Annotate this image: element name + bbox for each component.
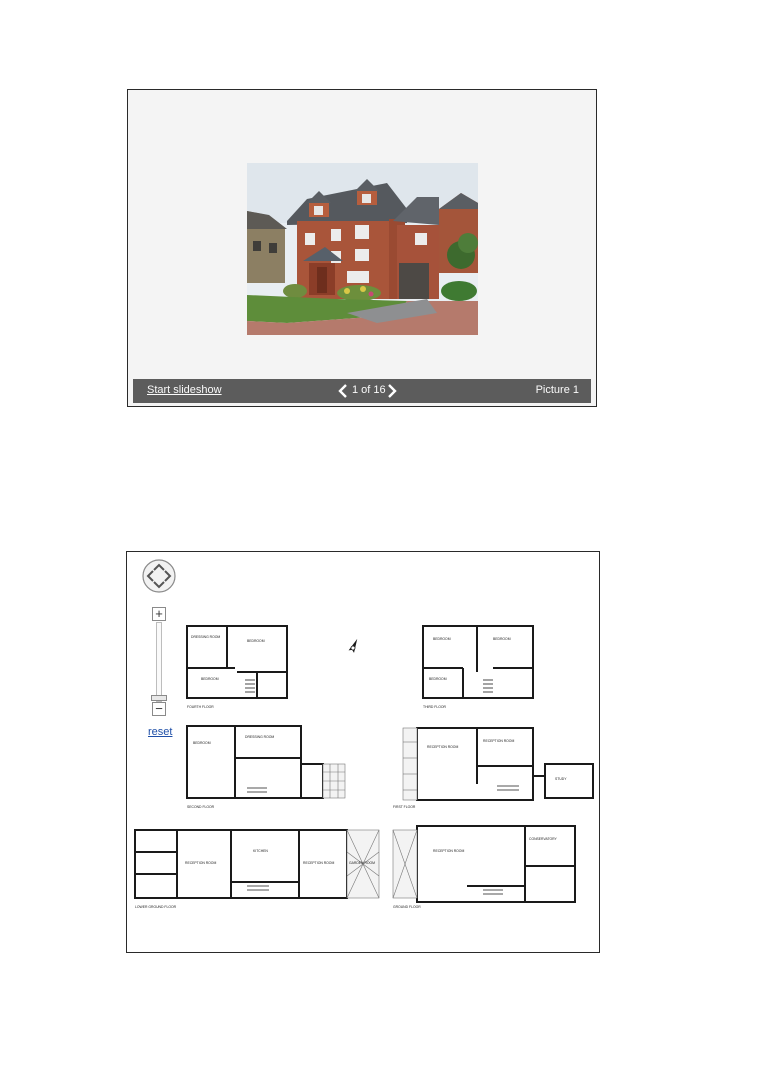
reset-link[interactable]: reset	[148, 726, 173, 738]
room-label: BEDROOM	[493, 637, 511, 641]
zoom-out-button[interactable]: −	[152, 702, 166, 716]
room-label: BEDROOM	[433, 637, 451, 641]
room-label: RECEPTION ROOM	[483, 739, 514, 743]
floorplan-viewer[interactable]: DRESSING ROOM BEDROOM BEDROOM FOURTH FLO…	[126, 551, 600, 953]
chevron-right-icon[interactable]	[385, 382, 399, 400]
floor-label: FOURTH FLOOR	[187, 705, 214, 709]
room-label: RECEPTION ROOM	[185, 861, 216, 865]
gallery-controls-bar: Start slideshow 1 of 16 Picture 1	[133, 379, 591, 403]
room-label: GARDEN ROOM	[349, 861, 375, 865]
floor-label: FIRST FLOOR	[393, 805, 416, 809]
floor-label: THIRD FLOOR	[423, 705, 447, 709]
floor-label: SECOND FLOOR	[187, 805, 215, 809]
room-label: DRESSING ROOM	[191, 635, 220, 639]
room-label: RECEPTION ROOM	[427, 745, 458, 749]
floorplan-drawing: DRESSING ROOM BEDROOM BEDROOM FOURTH FLO…	[134, 625, 594, 909]
pan-control-icon[interactable]	[141, 558, 177, 594]
room-label: BEDROOM	[193, 741, 211, 745]
chevron-left-icon[interactable]	[336, 382, 350, 400]
room-label: STUDY	[555, 777, 567, 781]
floor-label: GROUND FLOOR	[393, 905, 421, 909]
photo-gallery: Start slideshow 1 of 16 Picture 1	[127, 89, 597, 407]
room-label: RECEPTION ROOM	[433, 849, 464, 853]
zoom-slider-track[interactable]	[156, 622, 162, 702]
room-label: KITCHEN	[253, 849, 268, 853]
room-label: BEDROOM	[429, 677, 447, 681]
room-label: BEDROOM	[201, 677, 219, 681]
room-label: CONSERVATORY	[529, 837, 557, 841]
house-photo[interactable]	[247, 163, 478, 335]
picture-label: Picture 1	[535, 384, 579, 396]
zoom-in-button[interactable]: +	[152, 607, 166, 621]
floor-label: LOWER GROUND FLOOR	[135, 905, 177, 909]
zoom-slider-handle[interactable]	[151, 695, 167, 701]
room-label: RECEPTION ROOM	[303, 861, 334, 865]
start-slideshow-link[interactable]: Start slideshow	[147, 384, 222, 396]
slide-counter: 1 of 16	[352, 384, 386, 396]
room-label: DRESSING ROOM	[245, 735, 274, 739]
room-label: BEDROOM	[247, 639, 265, 643]
